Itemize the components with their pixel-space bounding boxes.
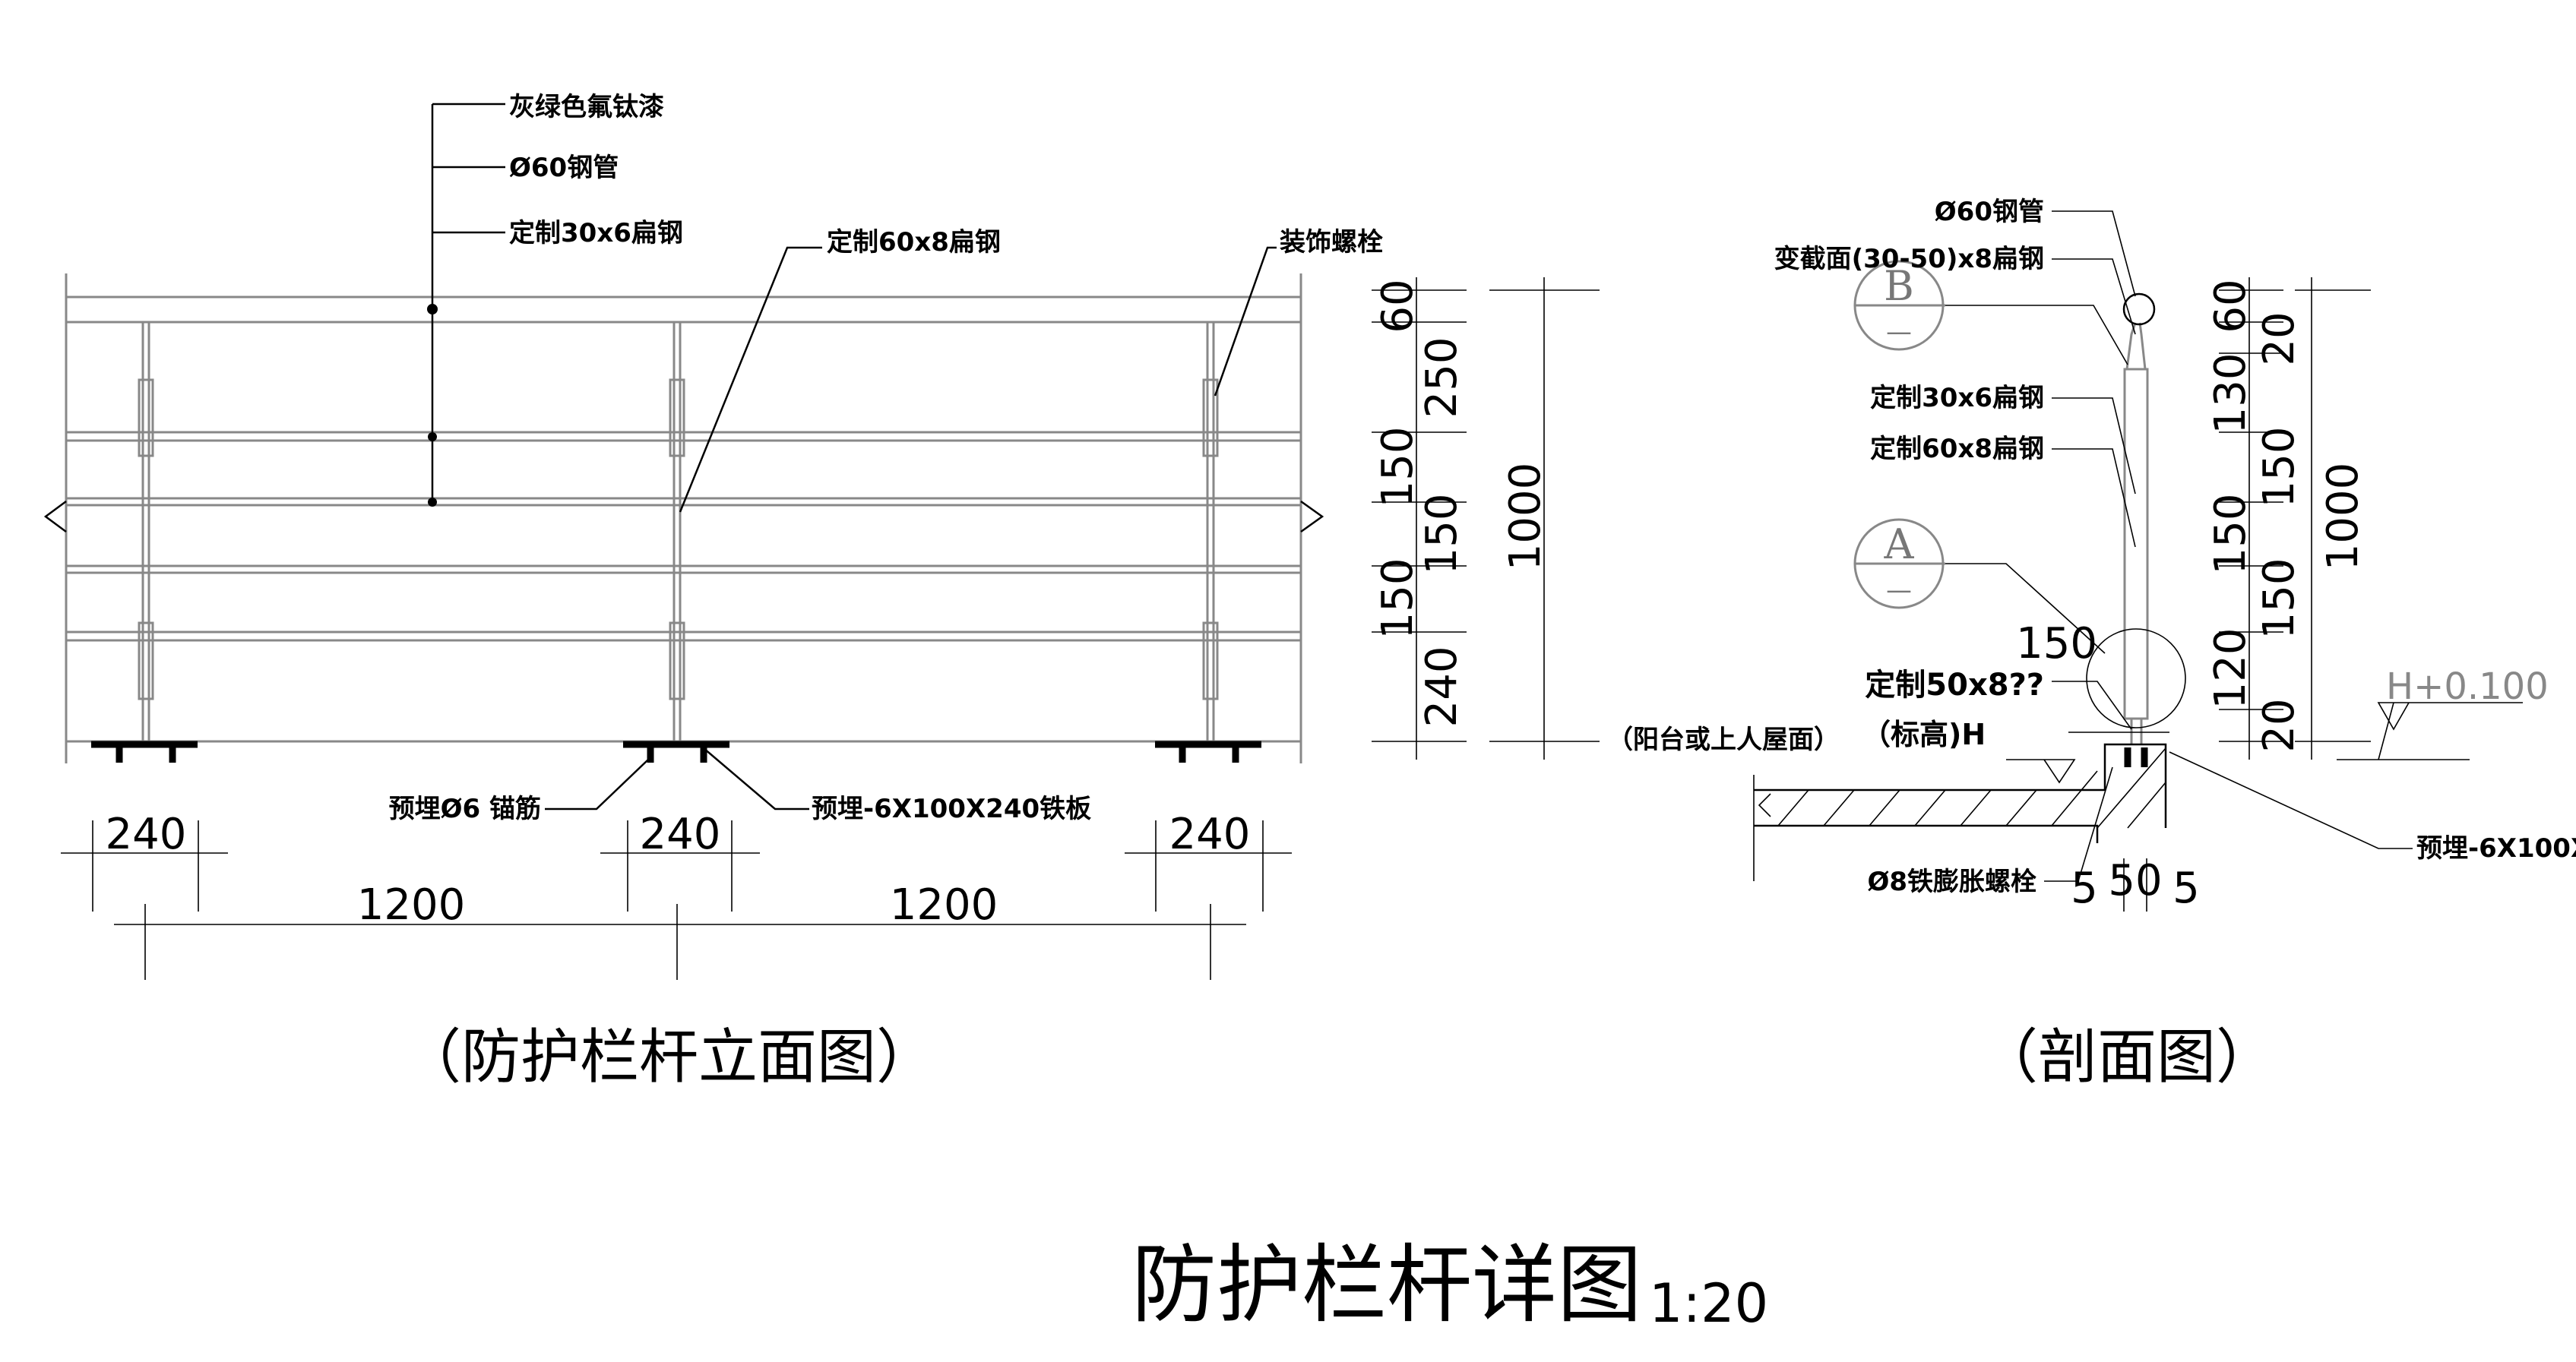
dim-1200: 1200 (890, 880, 998, 930)
callout-a: A — (1853, 518, 2106, 654)
label-paint: 灰绿色氟钛漆 (509, 92, 664, 122)
leader-group (427, 103, 1277, 811)
dim-150: 150 (1373, 558, 1422, 640)
dim-5: 5 (2173, 864, 2200, 913)
svg-text:B: B (1884, 262, 1914, 310)
section-leaders (2006, 210, 2523, 912)
label-pipe: Ø60钢管 (1935, 197, 2044, 227)
elevation-title: （防护栏杆立面图） (402, 1023, 935, 1092)
dim-150: 150 (1373, 427, 1422, 508)
dim-20: 20 (2255, 311, 2304, 365)
dim-1000: 1000 (2318, 463, 2368, 571)
drawing-scale: 1:20 (1649, 1272, 1768, 1335)
label-floor: （阳台或上人屋面） (1607, 725, 1840, 755)
dim-240: 240 (1417, 646, 1467, 728)
handrail-pipe (2122, 292, 2156, 326)
dim-250: 250 (1417, 337, 1467, 419)
label-plate: 预埋-6X100X240铁板 (812, 794, 1091, 824)
label-expansion-bolt: Ø8铁膨胀螺栓 (1867, 867, 2036, 897)
label-pipe: Ø60钢管 (509, 153, 619, 183)
floor-slab (1753, 743, 2167, 881)
post (1155, 322, 1261, 763)
dim-240: 240 (106, 810, 187, 859)
section-title: （剖面图） (1979, 1023, 2275, 1092)
label-bolt: 装饰螺栓 (1280, 227, 1383, 258)
svg-text:A: A (1884, 520, 1915, 568)
label-level: （标高)H (1862, 718, 1986, 751)
label-anchor: 预埋Ø6 锚筋 (389, 794, 541, 824)
posts (91, 322, 1261, 763)
drawing-title: 防护栏杆详图 (1131, 1236, 1642, 1335)
dim-5: 5 (2071, 864, 2098, 913)
post (91, 322, 198, 763)
dim-150: 150 (2206, 494, 2255, 575)
svg-text:—: — (1886, 317, 1912, 347)
dim-60: 60 (1373, 279, 1422, 333)
post (623, 322, 729, 763)
dim-150: 150 (2255, 427, 2304, 508)
label-flat30: 定制30x6扁钢 (509, 218, 683, 248)
dim-50: 50 (2108, 856, 2162, 905)
dim-150: 150 (2016, 619, 2097, 668)
svg-text:—: — (1886, 575, 1912, 605)
dim-120: 120 (2206, 628, 2255, 709)
label-plate: 预埋-6X100X240铁板 (2416, 833, 2576, 864)
elevation-mark: H+0.100 (2386, 665, 2549, 708)
dim-240: 240 (1169, 810, 1251, 859)
dimension-bottom (61, 820, 1292, 980)
elevation-view: 灰绿色氟钛漆 Ø60钢管 定制30x6扁钢 定制60x8扁钢 装饰螺栓 预埋Ø6… (43, 92, 1600, 1092)
dim-150: 150 (1417, 494, 1467, 575)
label-flat30: 定制30x6扁钢 (1870, 383, 2044, 413)
label-variable-flat: 变截面(30-50)x8扁钢 (1774, 244, 2044, 274)
section-view: B — A — (1607, 197, 2576, 1092)
dim-130: 130 (2206, 353, 2255, 435)
label-flat50: 定制50x8?? (1865, 668, 2044, 703)
dim-1000: 1000 (1501, 463, 1550, 571)
dim-60: 60 (2206, 279, 2255, 333)
callout-b: B — (1853, 260, 2128, 365)
label-flat60: 定制60x8扁钢 (1870, 434, 2044, 464)
dim-1200: 1200 (357, 880, 466, 930)
section-dimension-vertical: 60 20 130 150 150 150 120 20 1000 (2206, 277, 2371, 760)
dim-150: 150 (2255, 558, 2304, 640)
dim-20: 20 (2255, 698, 2304, 752)
label-flat60: 定制60x8扁钢 (827, 227, 1001, 258)
dimension-vertical: 60 250 150 150 150 240 1000 (1372, 277, 1600, 760)
dim-240: 240 (640, 810, 721, 859)
